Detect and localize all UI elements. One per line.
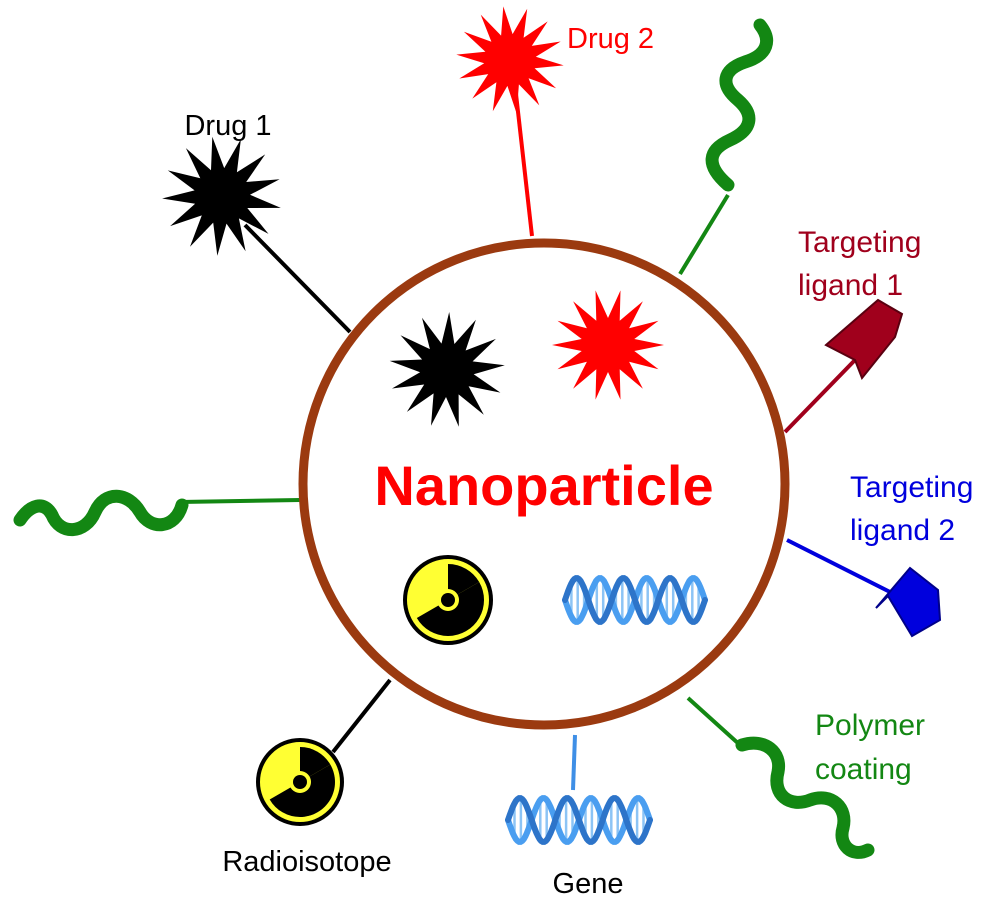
drug2-tether	[513, 84, 534, 237]
ligand1-label-line2: ligand 1	[798, 269, 903, 302]
polymer-chain-right-icon	[735, 736, 875, 859]
drug2-starburst-icon	[456, 6, 564, 114]
encapsulated-drug2-starburst-icon	[552, 290, 664, 400]
polymer-right-tether	[686, 696, 742, 747]
ligand2-label-line1: Targeting	[850, 471, 973, 504]
ligand1-tether	[783, 358, 857, 434]
drug1-label: Drug 1	[184, 110, 271, 142]
dna-strand	[505, 795, 653, 845]
gene-dna-helix-icon	[505, 795, 653, 845]
ligand2-arrow-icon	[875, 566, 942, 638]
polymer-left-tether	[179, 498, 301, 504]
drug1-starburst-icon	[162, 136, 281, 256]
encapsulated-drug1-starburst-icon	[389, 312, 505, 427]
ligand2-tether	[786, 538, 891, 594]
page-title: Nanoparticle	[374, 454, 713, 517]
ligand1-arrow-icon	[824, 298, 904, 380]
radioisotope-tether	[331, 678, 392, 754]
ligand1-label-line1: Targeting	[798, 226, 921, 259]
drug2-label: Drug 2	[567, 23, 654, 55]
radiation-symbol-icon	[256, 738, 344, 826]
polymer-chain-left-icon	[13, 489, 189, 537]
radioisotope-label: Radioisotope	[222, 846, 391, 878]
polymer-chain-top-icon	[705, 18, 774, 192]
encapsulated-radiation-symbol-icon	[403, 555, 493, 645]
dna-strand	[562, 575, 708, 625]
gene-tether	[571, 734, 577, 791]
polymer-top-tether	[678, 193, 730, 276]
polymer-label-line2: coating	[815, 753, 912, 786]
polymer-label-line1: Polymer	[815, 709, 925, 742]
encapsulated-dna-helix-icon	[562, 575, 708, 625]
drug1-tether	[243, 223, 352, 334]
gene-label: Gene	[553, 868, 624, 900]
ligand2-label-line2: ligand 2	[850, 514, 955, 547]
